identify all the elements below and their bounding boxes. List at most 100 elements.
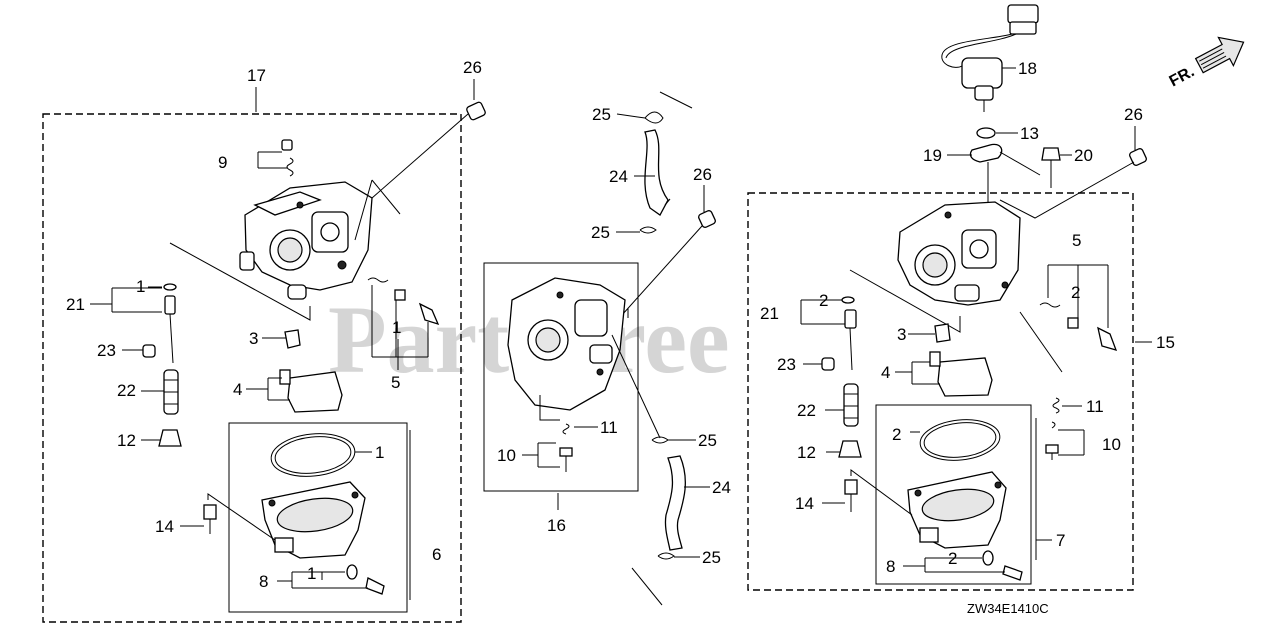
hose-24a: [644, 129, 669, 216]
washer-1a: [163, 283, 177, 291]
callout-5a: 5: [391, 373, 400, 392]
front-direction-label: FR.: [1167, 63, 1198, 90]
clip-25d: [657, 552, 675, 560]
callout-25a: 25: [592, 105, 611, 124]
callout-25c: 25: [698, 431, 717, 450]
float-chamber-left: [261, 481, 366, 559]
washer-2a: [841, 296, 855, 304]
callout-14a: 14: [155, 517, 174, 536]
cap-26c: [1129, 148, 1147, 166]
leader-hose-b: [611, 308, 661, 439]
hose-end-a: [659, 91, 693, 109]
callout-7: 7: [1056, 531, 1065, 550]
spring-5b: [1039, 302, 1118, 351]
jet-12b: [838, 440, 862, 458]
callout-3a: 3: [249, 329, 258, 348]
callout-8b: 8: [886, 557, 895, 576]
callout-14b: 14: [795, 494, 814, 513]
callout-3b: 3: [897, 325, 906, 344]
cap-26a: [466, 101, 486, 121]
callout-2a: 2: [819, 291, 828, 310]
clip-25a: [644, 111, 664, 124]
assembly-17-frame: [42, 113, 462, 623]
callout-18: 18: [1018, 59, 1037, 78]
callout-25d: 25: [702, 548, 721, 567]
callout-11b: 11: [1086, 397, 1104, 416]
gasket-1c: [270, 433, 356, 477]
bolt-20: [1041, 147, 1061, 188]
bracket-4b: [911, 361, 940, 385]
sensor-connector: [941, 4, 1039, 68]
carburetor-body-right: [897, 201, 1021, 306]
screw-9: [281, 139, 294, 177]
plug-23a: [142, 344, 156, 358]
leader-26a: [371, 113, 469, 199]
bracket-8a: [291, 571, 368, 589]
leader-26b: [621, 225, 703, 316]
gasket-2c: [919, 419, 1001, 461]
callout-23b: 23: [777, 355, 796, 374]
bracket-9: [257, 151, 288, 169]
leader-26c: [999, 161, 1135, 219]
callout-1a: 1: [136, 277, 145, 296]
callout-25b: 25: [591, 223, 610, 242]
sub-assembly-7-box: [875, 404, 1032, 585]
needle-21a: [164, 295, 176, 364]
callout-leaders: [90, 67, 1152, 582]
screw-3a: [284, 329, 301, 349]
clip-25b: [639, 226, 657, 234]
assembly-16-box: [483, 262, 639, 492]
callout-11a: 11: [600, 418, 618, 437]
callout-5b: 5: [1072, 231, 1081, 250]
float-4a: [279, 369, 343, 413]
hose-24b: [664, 455, 686, 551]
float-4b: [929, 351, 993, 397]
jet-22a: [163, 369, 179, 415]
bracket-5a: [371, 285, 429, 358]
callout-21b: 21: [760, 304, 779, 323]
bracket-8b: [924, 557, 1005, 573]
callout-21a: 21: [66, 295, 85, 314]
callout-4b: 4: [881, 363, 890, 382]
callout-12a: 12: [117, 431, 136, 450]
callout-8a: 8: [259, 572, 268, 591]
front-direction-arrow-icon: [1194, 36, 1245, 74]
drain-8b: [982, 550, 1023, 581]
plug-23b: [821, 357, 835, 371]
callout-1c: 1: [375, 443, 384, 462]
leader-14a: [207, 493, 276, 541]
callout-10a: 10: [497, 446, 516, 465]
jet-12a: [158, 429, 182, 447]
callout-2d: 2: [948, 549, 957, 568]
callout-20: 20: [1074, 146, 1093, 165]
leader-21b-set: [849, 269, 961, 333]
callout-9: 9: [218, 153, 227, 172]
drain-8a: [346, 564, 385, 595]
cap-26b: [698, 210, 716, 228]
callout-13: 13: [1020, 124, 1039, 143]
oring-13: [976, 127, 996, 139]
bracket-10b: [1058, 429, 1085, 456]
assembly-15-frame: [747, 192, 1134, 591]
hose-end-b: [631, 567, 663, 606]
leader-cut-a: [354, 179, 401, 241]
callout-1b: 1: [392, 318, 401, 337]
screw-10b: [1045, 421, 1059, 460]
bracket-plate-19: [969, 143, 1041, 176]
callout-26a: 26: [463, 58, 482, 77]
sub-assembly-6-box: [228, 422, 408, 613]
jet-22b: [843, 383, 859, 427]
callout-labels: 17 26 9 1 21 23 22 12 3 4 1 5 1 6 14 8 1…: [66, 58, 1175, 591]
callout-6: 6: [432, 545, 441, 564]
callout-26c: 26: [1124, 105, 1143, 124]
callout-2b: 2: [1071, 283, 1080, 302]
screw-14a: [203, 504, 217, 534]
callout-24a: 24: [609, 167, 628, 186]
leader-11b: [1019, 311, 1063, 373]
screw-3b: [934, 323, 951, 343]
callout-26b: 26: [693, 165, 712, 184]
callout-4a: 4: [233, 380, 242, 399]
drawing-code: ZW34E1410C: [967, 601, 1049, 616]
